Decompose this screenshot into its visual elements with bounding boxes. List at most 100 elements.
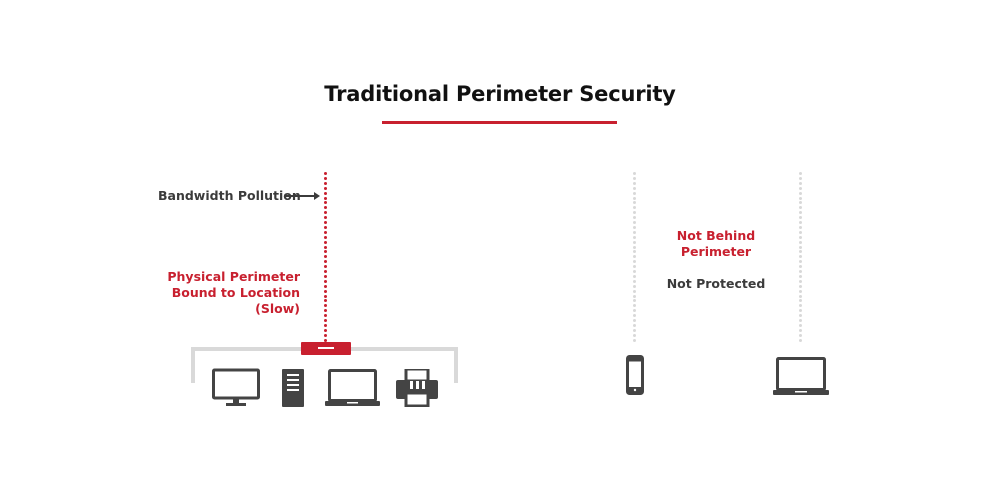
dot <box>633 328 636 332</box>
dot <box>799 235 802 239</box>
dot <box>799 314 802 318</box>
dot <box>799 299 802 303</box>
dot <box>799 255 802 259</box>
dot <box>633 230 636 234</box>
dot <box>324 201 327 205</box>
dot <box>633 265 636 269</box>
laptop-icon <box>773 357 829 397</box>
dot <box>324 309 327 313</box>
dot <box>799 221 802 224</box>
perimeter-label-line: Physical Perimeter <box>167 269 300 284</box>
dot <box>324 294 327 298</box>
dot <box>799 260 802 264</box>
bandwidth-pollution-label: Bandwidth Pollution <box>158 188 301 203</box>
dot <box>799 338 802 342</box>
dot <box>324 338 327 342</box>
dot <box>324 225 327 229</box>
dot <box>324 319 327 322</box>
title-underline <box>382 121 617 124</box>
dot <box>799 323 802 327</box>
not-behind-perimeter-label: Not Behind Perimeter <box>660 228 772 260</box>
dot <box>633 172 636 175</box>
desktop-monitor-icon <box>212 368 260 408</box>
dot <box>633 181 636 185</box>
physical-perimeter-label: Physical Perimeter Bound to Location (Sl… <box>150 269 300 317</box>
dot <box>799 279 802 283</box>
dot <box>799 328 802 332</box>
dot <box>799 211 802 215</box>
dot <box>633 196 636 200</box>
dot <box>633 299 636 303</box>
dot <box>324 304 327 308</box>
dot <box>633 294 636 298</box>
dot <box>799 216 802 220</box>
dot <box>633 225 636 229</box>
not-behind-line: Perimeter <box>680 244 752 259</box>
dot <box>633 201 636 205</box>
dot <box>324 216 327 220</box>
dot <box>324 221 327 224</box>
dot <box>324 279 327 283</box>
dot <box>633 221 636 224</box>
dot <box>799 294 802 298</box>
dot <box>799 270 802 273</box>
dot <box>324 245 327 249</box>
dot <box>324 289 327 293</box>
smartphone-icon <box>626 355 644 395</box>
arrow-right-icon <box>285 190 321 202</box>
dot <box>324 333 327 337</box>
dot <box>799 304 802 308</box>
dot <box>324 235 327 239</box>
dot <box>633 314 636 318</box>
dot <box>324 176 327 180</box>
dot <box>799 196 802 200</box>
dot <box>324 250 327 254</box>
page-title: Traditional Perimeter Security <box>324 82 676 106</box>
dot <box>799 225 802 229</box>
printer-icon <box>396 369 438 407</box>
dot <box>633 279 636 283</box>
dot <box>324 299 327 303</box>
dot <box>324 181 327 185</box>
dot <box>799 230 802 234</box>
dot <box>799 172 802 175</box>
dot <box>799 245 802 249</box>
dot <box>324 196 327 200</box>
dot <box>324 270 327 273</box>
not-protected-label: Not Protected <box>666 276 766 291</box>
dot <box>324 314 327 318</box>
dot <box>324 323 327 327</box>
dot <box>799 191 802 195</box>
dot <box>633 274 636 278</box>
dot <box>324 260 327 264</box>
dot <box>633 235 636 239</box>
dot <box>799 319 802 322</box>
dot <box>324 274 327 278</box>
dot <box>633 206 636 210</box>
dot <box>799 265 802 269</box>
dot <box>633 284 636 288</box>
dot <box>633 338 636 342</box>
dot <box>799 186 802 190</box>
laptop-icon <box>325 369 380 407</box>
dot <box>799 181 802 185</box>
dot <box>633 211 636 215</box>
dot <box>633 176 636 180</box>
dot <box>799 274 802 278</box>
dot <box>633 333 636 337</box>
dot <box>324 191 327 195</box>
dot <box>799 333 802 337</box>
dot <box>324 186 327 190</box>
dot <box>633 250 636 254</box>
dot <box>324 230 327 234</box>
dot <box>633 240 636 244</box>
dot <box>633 255 636 259</box>
dot <box>324 172 327 175</box>
perimeter-label-line: Bound to Location <box>171 285 300 300</box>
dot <box>633 304 636 308</box>
dot <box>633 270 636 273</box>
dot <box>799 284 802 288</box>
dot <box>633 191 636 195</box>
firewall-icon <box>301 342 351 355</box>
dot <box>799 309 802 313</box>
